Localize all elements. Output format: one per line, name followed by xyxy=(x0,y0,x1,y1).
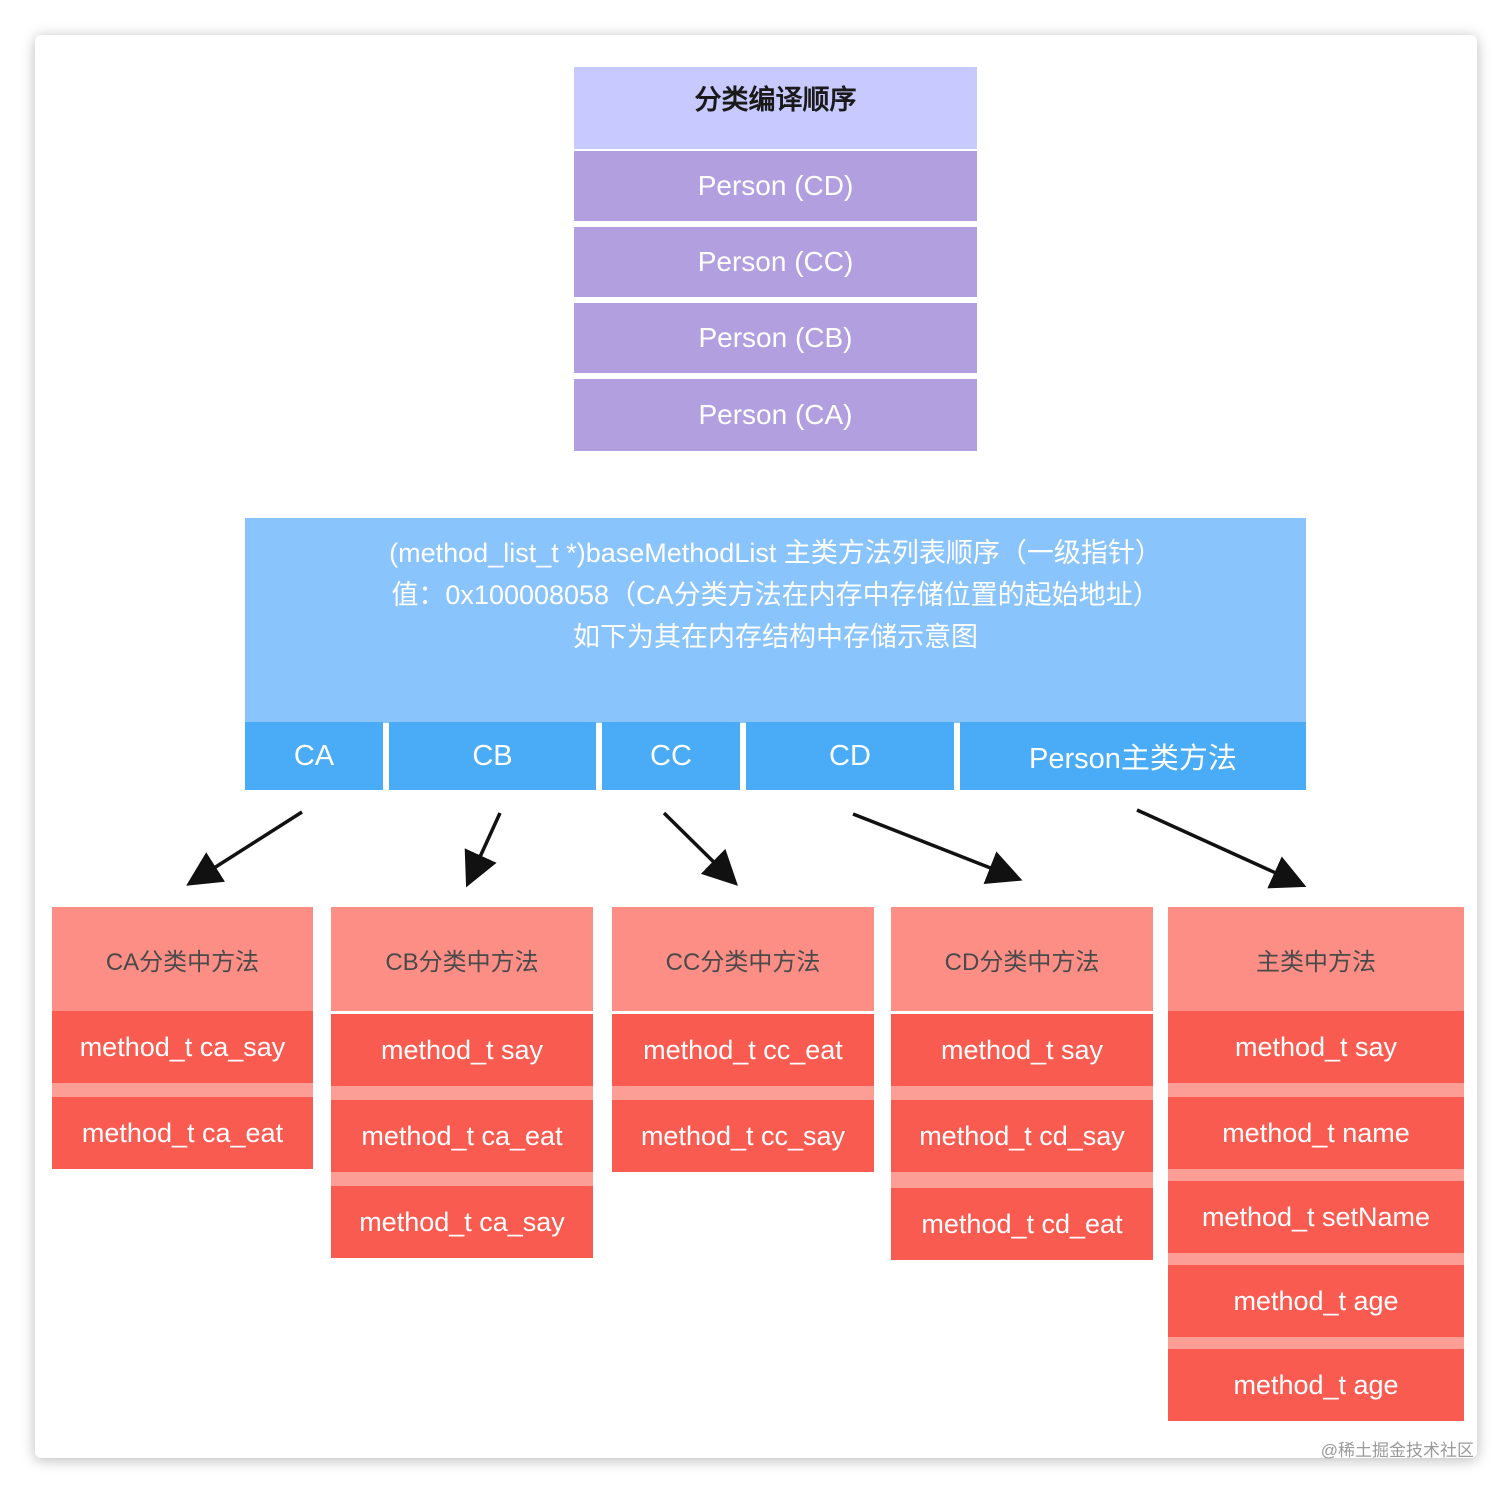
compile-order-item-cb: Person (CB) xyxy=(574,303,977,373)
base-method-list-line: 如下为其在内存结构中存储示意图 xyxy=(573,622,978,652)
base-method-list-box: (method_list_t *)baseMethodList 主类方法列表顺序… xyxy=(245,518,1306,723)
segment-cd: CD xyxy=(746,722,954,790)
column-cb-method: method_t say xyxy=(331,1014,593,1086)
column-main-method: method_t say xyxy=(1168,1011,1464,1083)
column-main-title: 主类中方法 xyxy=(1168,907,1464,1011)
column-cc-divider xyxy=(612,1086,874,1100)
base-method-list-line: 值：0x100008058（CA分类方法在内存中存储位置的起始地址） xyxy=(391,580,1160,610)
column-cd-method: method_t cd_eat xyxy=(891,1188,1153,1260)
column-cb-title: CB分类中方法 xyxy=(331,907,593,1011)
watermark: @稀土掘金技术社区 xyxy=(1320,1441,1474,1460)
segment-person-main: Person主类方法 xyxy=(960,722,1306,790)
compile-order-title: 分类编译顺序 xyxy=(574,67,977,149)
column-main-method: method_t age xyxy=(1168,1349,1464,1421)
column-ca-divider xyxy=(52,1083,313,1097)
column-cb-divider xyxy=(331,1086,593,1100)
compile-order-item-cc: Person (CC) xyxy=(574,227,977,297)
column-main-method: method_t age xyxy=(1168,1265,1464,1337)
column-main-method: method_t name xyxy=(1168,1097,1464,1169)
compile-order-item-ca: Person (CA) xyxy=(574,379,977,451)
column-cb-method: method_t ca_eat xyxy=(331,1100,593,1172)
column-main-method: method_t setName xyxy=(1168,1181,1464,1253)
column-ca-method: method_t ca_say xyxy=(52,1011,313,1083)
segment-cc: CC xyxy=(602,722,740,790)
column-cc-title: CC分类中方法 xyxy=(612,907,874,1011)
column-cb-method: method_t ca_say xyxy=(331,1186,593,1258)
column-cd-divider xyxy=(891,1086,1153,1100)
column-ca-method: method_t ca_eat xyxy=(52,1097,313,1169)
column-cb-divider xyxy=(331,1172,593,1186)
column-cc-method: method_t cc_say xyxy=(612,1100,874,1172)
compile-order-item-cd: Person (CD) xyxy=(574,151,977,221)
segment-ca: CA xyxy=(245,722,383,790)
column-cd-title: CD分类中方法 xyxy=(891,907,1153,1011)
column-cd-method: method_t cd_say xyxy=(891,1100,1153,1172)
column-main-divider xyxy=(1168,1337,1464,1349)
column-ca-title: CA分类中方法 xyxy=(52,907,313,1011)
column-cc-method: method_t cc_eat xyxy=(612,1014,874,1086)
segment-cb: CB xyxy=(389,722,596,790)
column-cd-method: method_t say xyxy=(891,1014,1153,1086)
column-main-divider xyxy=(1168,1253,1464,1265)
base-method-list-line: (method_list_t *)baseMethodList 主类方法列表顺序… xyxy=(389,538,1162,568)
column-main-divider xyxy=(1168,1083,1464,1097)
column-main-divider xyxy=(1168,1169,1464,1181)
column-cd-divider xyxy=(891,1172,1153,1188)
